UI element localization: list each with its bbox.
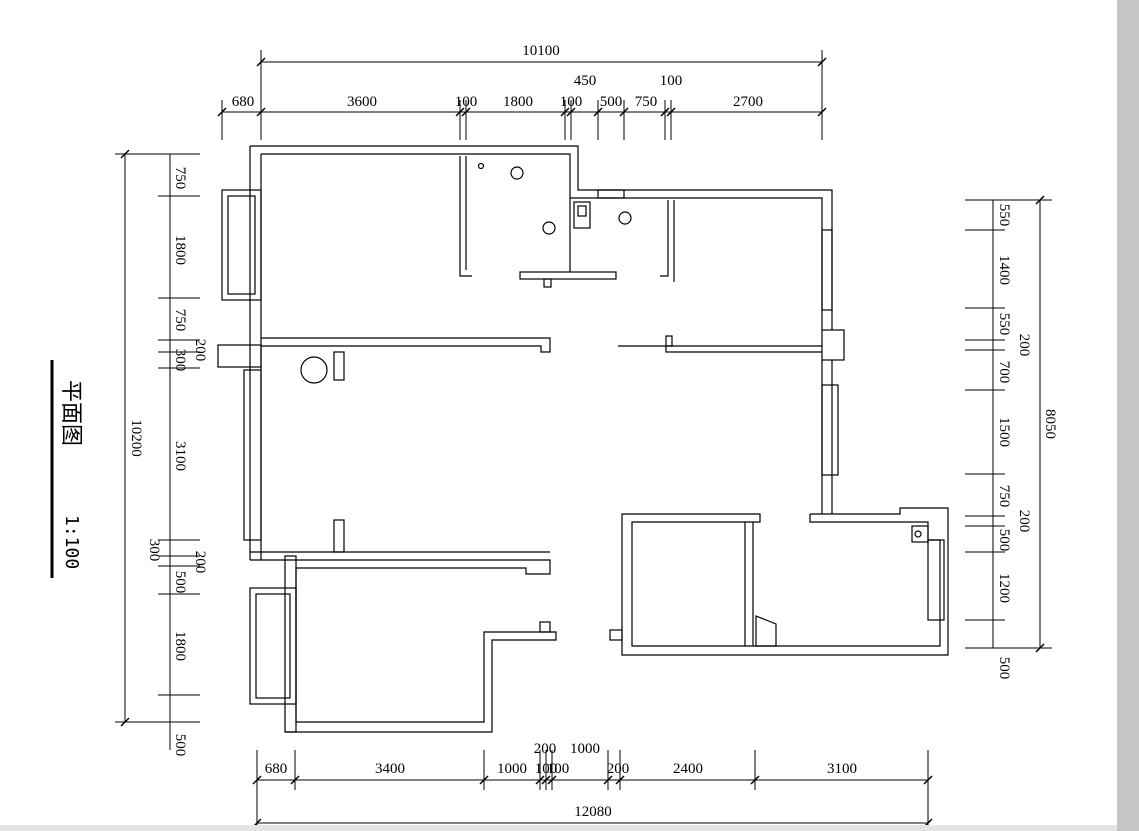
dim-bottom-100-b: 100 xyxy=(547,761,570,777)
dim-top-overall: 10100 xyxy=(522,43,560,59)
dim-left-500-a: 500 xyxy=(172,571,188,594)
dim-top-100-b: 100 xyxy=(560,94,583,110)
dim-top-2700: 2700 xyxy=(733,94,763,110)
viewer-bottom-bar xyxy=(0,825,1117,831)
dim-top-100-a: 100 xyxy=(455,94,478,110)
dim-bottom-overall: 12080 xyxy=(574,804,612,820)
dim-bottom-1000-upper: 1000 xyxy=(570,741,600,757)
dim-top-680: 680 xyxy=(232,94,255,110)
dim-top-1800: 1800 xyxy=(503,94,533,110)
dim-right-200-b: 200 xyxy=(1016,510,1032,533)
dimension-labels: 10100 450 100 680 3600 100 1800 100 500 … xyxy=(128,43,1058,820)
dim-right-1200: 1200 xyxy=(996,573,1012,603)
dim-right-200-a: 200 xyxy=(1016,334,1032,357)
dim-top-750: 750 xyxy=(635,94,658,110)
dim-bottom-2400: 2400 xyxy=(673,761,703,777)
dimension-ticks xyxy=(120,57,1045,825)
dim-left-1800-b: 1800 xyxy=(172,631,188,661)
dim-right-700: 700 xyxy=(996,361,1012,384)
dim-right-1500: 1500 xyxy=(996,417,1012,447)
dim-left-200-a: 200 xyxy=(192,339,208,362)
floor-plan-drawing: 10100 450 100 680 3600 100 1800 100 500 … xyxy=(50,43,1058,825)
dim-right-550-b: 550 xyxy=(996,313,1012,336)
dim-left-500-b: 500 xyxy=(172,734,188,757)
dim-left-overall: 10200 xyxy=(128,419,144,457)
viewer-scrollbar[interactable] xyxy=(1117,0,1139,831)
dim-bottom-200: 200 xyxy=(607,761,630,777)
dim-left-300-b: 300 xyxy=(146,539,162,562)
dim-right-overall: 8050 xyxy=(1042,409,1058,439)
dim-left-200-b: 200 xyxy=(192,551,208,574)
dim-right-500-a: 500 xyxy=(996,529,1012,552)
dimension-lines xyxy=(115,50,1052,825)
dim-right-1400: 1400 xyxy=(996,255,1012,285)
dim-top-3600: 3600 xyxy=(347,94,377,110)
dim-right-500-b: 500 xyxy=(996,657,1012,680)
drawing-scale: 1:100 xyxy=(61,515,82,569)
dim-top-500: 500 xyxy=(600,94,623,110)
dim-right-750: 750 xyxy=(996,485,1012,508)
dim-bottom-3100: 3100 xyxy=(827,761,857,777)
dim-left-1800-a: 1800 xyxy=(172,235,188,265)
drawing-title-block: 平面图 1:100 xyxy=(50,360,83,578)
dim-right-550-a: 550 xyxy=(996,204,1012,227)
dim-bottom-100-a: 100 xyxy=(535,761,558,777)
dim-top-100-upper: 100 xyxy=(660,73,683,89)
drawing-title: 平面图 xyxy=(58,380,83,446)
dim-bottom-1000: 1000 xyxy=(497,761,527,777)
dim-left-750-a: 750 xyxy=(172,167,188,190)
walls xyxy=(217,145,949,733)
dim-bottom-200-upper: 200 xyxy=(534,741,557,757)
dim-bottom-3400: 3400 xyxy=(375,761,405,777)
dim-left-750-b: 750 xyxy=(172,309,188,332)
dim-left-300-a: 300 xyxy=(172,349,188,372)
dim-left-3100: 3100 xyxy=(172,441,188,471)
dim-bottom-680: 680 xyxy=(265,761,288,777)
dim-top-450: 450 xyxy=(574,73,597,89)
